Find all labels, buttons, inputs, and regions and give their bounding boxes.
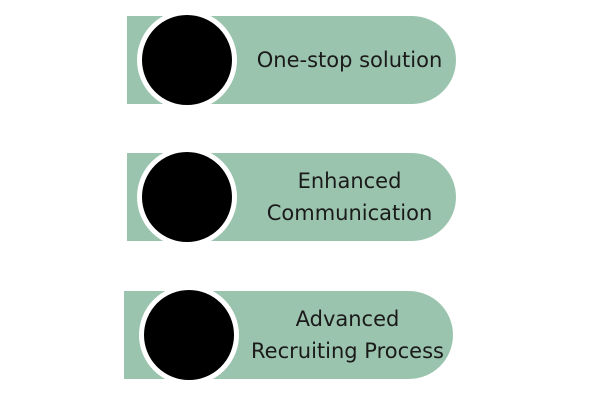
feature-item-one-stop-solution: One-stop solution [127,10,456,110]
feature-label-line: Recruiting Process [251,339,444,363]
feature-item-enhanced-communication: Enhanced Communication [127,147,456,247]
feature-label: One-stop solution [243,16,456,104]
feature-item-advanced-recruiting-process: Advanced Recruiting Process [124,285,453,385]
feature-circle-icon [137,10,237,110]
feature-label-line: Advanced [295,307,400,331]
feature-label: Enhanced Communication [243,153,456,241]
feature-label-line: Communication [266,201,433,225]
feature-label-line: Enhanced [297,169,402,193]
feature-label: Advanced Recruiting Process [242,291,453,379]
feature-label-line: One-stop solution [256,48,443,72]
feature-circle-icon [139,285,239,385]
feature-circle-icon [137,147,237,247]
